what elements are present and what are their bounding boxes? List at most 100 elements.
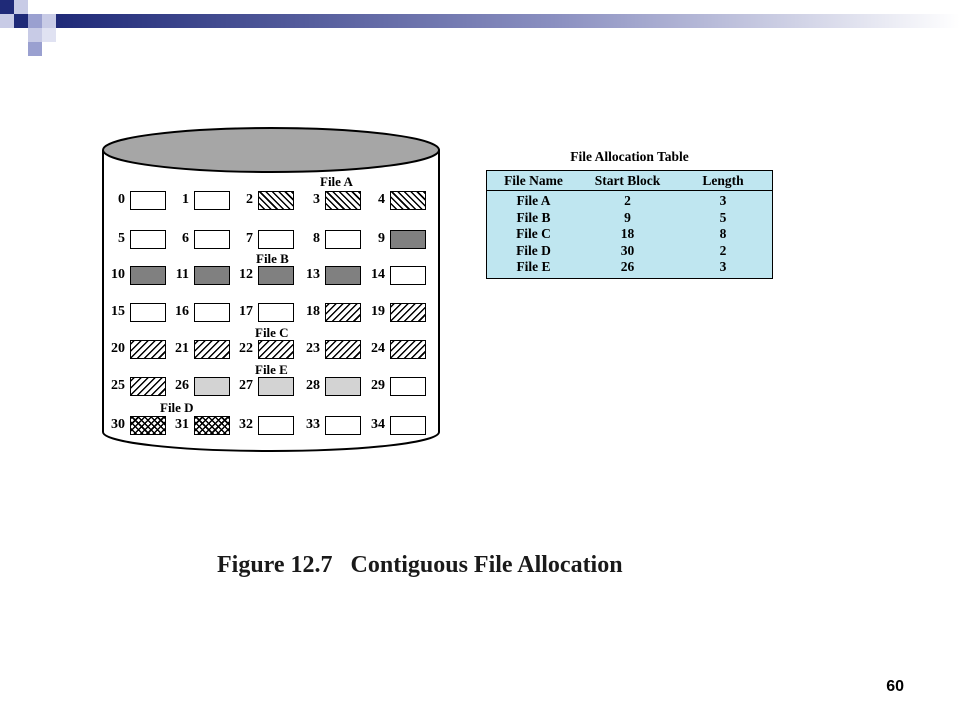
disk-block — [258, 416, 294, 435]
block-number: 13 — [306, 267, 320, 282]
disk-block — [258, 340, 294, 359]
disk-block — [390, 303, 426, 322]
file-e-label: File E — [255, 362, 288, 377]
disk-block — [390, 416, 426, 435]
block-number: 10 — [111, 267, 125, 282]
block-number: 16 — [175, 304, 189, 319]
block-number: 24 — [371, 341, 385, 356]
disk-block — [390, 340, 426, 359]
cell-length: 8 — [719, 226, 727, 242]
disk-block — [194, 377, 230, 396]
disk-block — [194, 303, 230, 322]
disk-block — [130, 340, 166, 359]
file-c-label: File C — [255, 325, 289, 340]
table-header: File Name Start Block Length — [487, 171, 772, 191]
block-number: 9 — [378, 231, 385, 246]
block-number: 14 — [371, 267, 385, 282]
cell-length: 2 — [719, 242, 727, 258]
block-number: 15 — [111, 304, 125, 319]
file-b-label: File B — [256, 251, 289, 266]
block-number: 31 — [175, 417, 189, 432]
disk-block — [390, 377, 426, 396]
disk-block — [194, 191, 230, 210]
disk-block — [194, 266, 230, 285]
disk-block — [325, 191, 361, 210]
disk-block — [325, 266, 361, 285]
block-number: 25 — [111, 378, 125, 393]
disk-cylinder — [102, 127, 440, 452]
cell-length: 5 — [719, 209, 727, 225]
cell-file-name: File B — [516, 209, 551, 225]
block-number: 21 — [175, 341, 189, 356]
table-row: File B 9 5 — [487, 210, 772, 227]
block-number: 32 — [239, 417, 253, 432]
disk-block — [325, 303, 361, 322]
figure-caption: Figure 12.7 Contiguous File Allocation — [217, 552, 623, 578]
block-number: 22 — [239, 341, 253, 356]
cell-file-name: File A — [516, 193, 551, 209]
block-number: 23 — [306, 341, 320, 356]
disk-block — [325, 340, 361, 359]
cell-start-block: 18 — [620, 226, 635, 242]
block-number: 11 — [175, 267, 189, 282]
disk-block — [258, 303, 294, 322]
cell-file-name: File C — [516, 226, 551, 242]
disk-block — [258, 230, 294, 249]
cell-length: 3 — [719, 259, 727, 275]
cell-start-block: 26 — [620, 259, 635, 275]
block-number: 8 — [313, 231, 320, 246]
disk-block — [194, 340, 230, 359]
disk-block — [390, 191, 426, 210]
block-number: 20 — [111, 341, 125, 356]
block-number: 29 — [371, 378, 385, 393]
cell-start-block: 2 — [624, 193, 631, 209]
file-allocation-table: File Name Start Block Length File A 2 3 … — [486, 170, 773, 279]
disk-block — [194, 230, 230, 249]
block-number: 2 — [246, 192, 253, 207]
cell-length: 3 — [719, 193, 727, 209]
disk-block — [258, 377, 294, 396]
cell-start-block: 9 — [624, 209, 631, 225]
table-row: File D 30 2 — [487, 243, 772, 260]
cell-file-name: File D — [516, 242, 551, 258]
disk-block — [258, 266, 294, 285]
block-number: 30 — [111, 417, 125, 432]
disk-block — [325, 416, 361, 435]
disk-block — [130, 416, 166, 435]
table-row: File A 2 3 — [487, 193, 772, 210]
header-file-name: File Name — [504, 172, 563, 188]
table-row: File C 18 8 — [487, 226, 772, 243]
cell-file-name: File E — [516, 259, 551, 275]
block-number: 12 — [239, 267, 253, 282]
disk-block — [325, 230, 361, 249]
block-number: 0 — [118, 192, 125, 207]
header-length: Length — [702, 172, 744, 188]
file-a-label: File A — [320, 174, 353, 189]
cell-start-block: 30 — [620, 242, 635, 258]
disk-block — [390, 266, 426, 285]
block-number: 28 — [306, 378, 320, 393]
fat-title: File Allocation Table — [570, 149, 689, 164]
block-number: 17 — [239, 304, 253, 319]
block-number: 27 — [239, 378, 253, 393]
disk-block — [390, 230, 426, 249]
header-start-block: Start Block — [594, 172, 661, 188]
block-number: 6 — [182, 231, 189, 246]
disk-block — [130, 303, 166, 322]
page-number: 60 — [886, 678, 904, 695]
block-number: 26 — [175, 378, 189, 393]
block-number: 3 — [313, 192, 320, 207]
disk-block — [130, 191, 166, 210]
block-number: 5 — [118, 231, 125, 246]
block-number: 4 — [378, 192, 385, 207]
block-number: 7 — [246, 231, 253, 246]
disk-block — [130, 377, 166, 396]
block-number: 1 — [182, 192, 189, 207]
disk-block — [325, 377, 361, 396]
block-number: 33 — [306, 417, 320, 432]
disk-block — [258, 191, 294, 210]
block-number: 19 — [371, 304, 385, 319]
disk-block — [130, 266, 166, 285]
slide-header-decoration — [0, 0, 960, 56]
